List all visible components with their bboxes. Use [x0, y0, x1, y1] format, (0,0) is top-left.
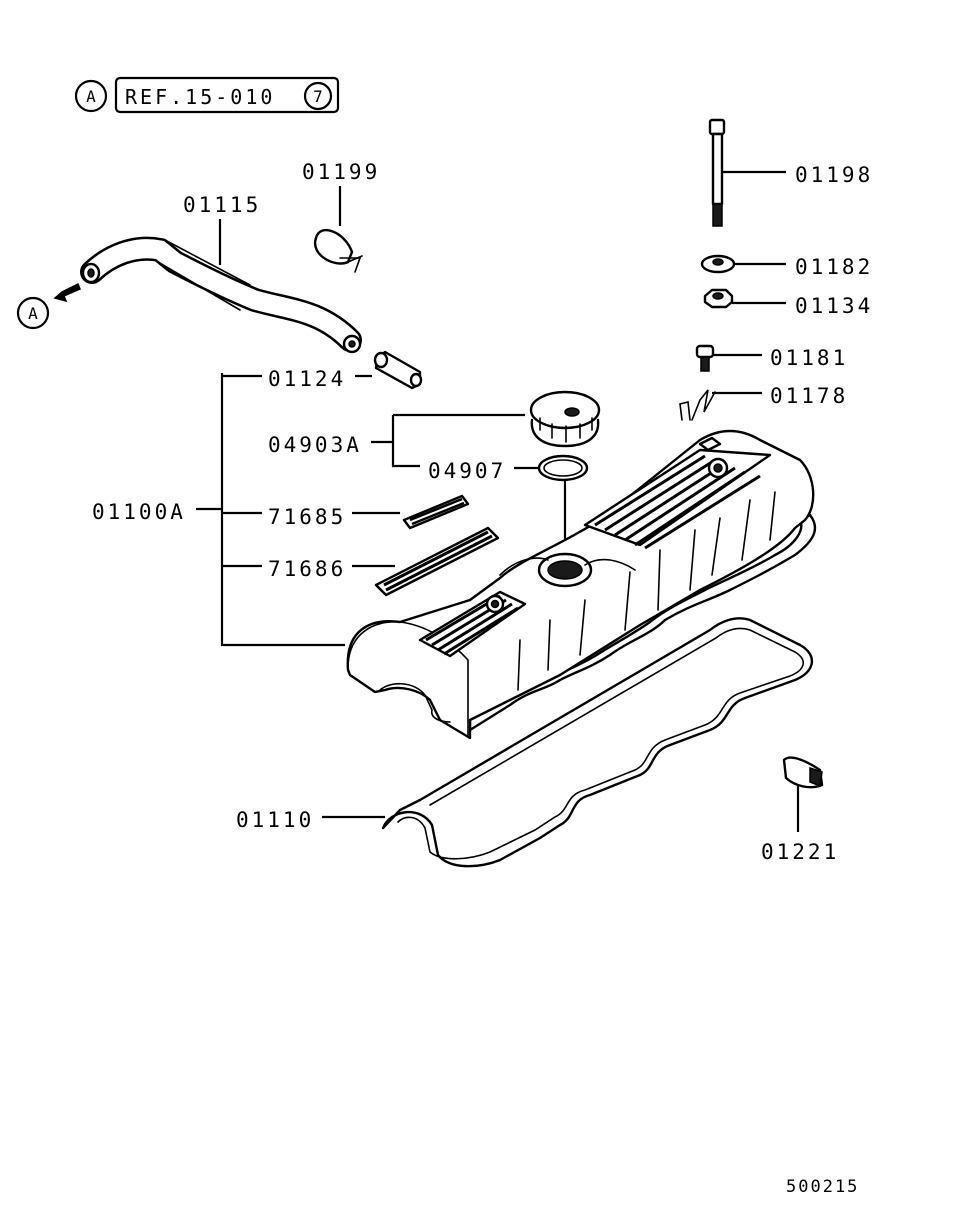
- washer: [700, 254, 736, 274]
- part-label-01198: 01198: [795, 163, 873, 187]
- reference-circle-a: [74, 79, 108, 113]
- part-label-71686: 71686: [268, 557, 346, 581]
- oil-filler-cap: [529, 390, 601, 448]
- part-label-01134: 01134: [795, 294, 873, 318]
- part-label-04907: 04907: [428, 459, 506, 483]
- part-label-01221: 01221: [761, 840, 839, 864]
- o-ring: [537, 454, 589, 482]
- part-label-04903A: 04903A: [268, 433, 362, 457]
- arrow-icon: [53, 282, 81, 303]
- bracket-04903A: [391, 415, 420, 468]
- breather-hose: [80, 236, 362, 354]
- rocker-cover: [346, 429, 817, 740]
- bracket-01100A: [220, 373, 345, 647]
- grommet: [703, 288, 734, 309]
- emblem-71686: [374, 526, 500, 597]
- part-label-01182: 01182: [795, 255, 873, 279]
- part-label-01124: 01124: [268, 367, 346, 391]
- reference-box: [114, 76, 340, 114]
- part-label-71685: 71685: [268, 505, 346, 529]
- short-bolt: [695, 344, 715, 372]
- part-label-01199: 01199: [302, 160, 380, 184]
- pcv-fitting: [373, 350, 423, 390]
- reference-number-circle: [303, 81, 333, 111]
- long-bolt: [708, 118, 726, 227]
- diagram-code: 500215: [786, 1177, 859, 1197]
- reference-circle-number: 7: [313, 87, 323, 106]
- part-label-01110: 01110: [236, 808, 314, 832]
- reference-callout: A REF.15-010 7: [74, 76, 340, 114]
- arrow-marker-letter: A: [28, 304, 38, 323]
- part-label-01115: 01115: [183, 193, 261, 217]
- spring-clip: [679, 389, 716, 421]
- emblem-71685: [402, 494, 470, 530]
- cover-gasket: [381, 617, 813, 868]
- arrow-marker-circle: [16, 296, 50, 330]
- part-label-01100A: 01100A: [92, 500, 186, 524]
- part-label-01181: 01181: [770, 346, 848, 370]
- reference-circle-letter: A: [86, 87, 96, 106]
- hose-clamp: [313, 228, 363, 273]
- reference-text: REF.15-010: [125, 85, 275, 109]
- part-label-01178: 01178: [770, 384, 848, 408]
- half-moon-seal: [782, 756, 824, 789]
- arrow-marker-a: A: [16, 282, 81, 330]
